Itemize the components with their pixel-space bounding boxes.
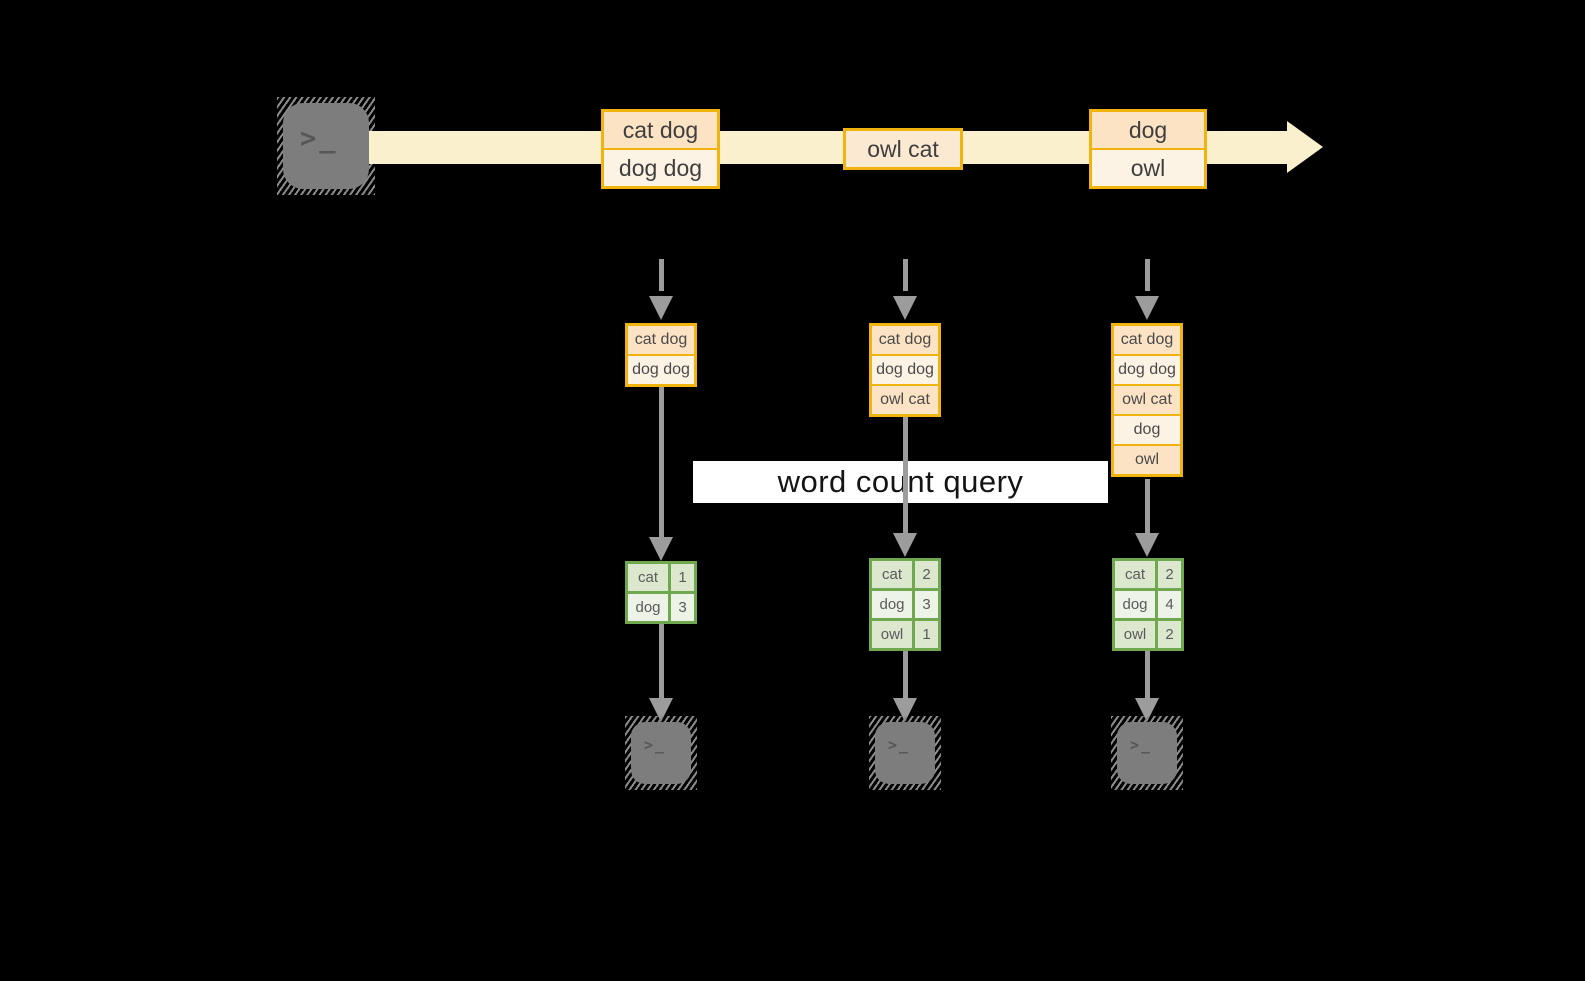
terminal-prompt-icon: >_ — [300, 123, 339, 154]
count-word: dog — [872, 591, 912, 618]
state-box-1: cat dog dog dog — [625, 323, 697, 387]
count-word: dog — [1115, 591, 1155, 618]
state-row: owl cat — [1114, 384, 1180, 414]
dashed-arrow-head-icon — [893, 296, 917, 320]
terminal-sink-icon-2: >_ — [869, 716, 941, 790]
record-row: dog — [1092, 112, 1204, 148]
record-row: owl cat — [846, 131, 960, 167]
state-row: dog — [1114, 414, 1180, 444]
state-row: cat dog — [628, 326, 694, 354]
record-row: dog dog — [604, 148, 717, 186]
count-table-1: cat 1 dog 3 — [625, 561, 697, 624]
dashed-arrow-head-icon — [1135, 296, 1159, 320]
count-value: 3 — [671, 594, 694, 621]
count-word: owl — [1115, 621, 1155, 648]
arrow-line — [903, 651, 908, 698]
count-table-2: cat 2 dog 3 owl 1 — [869, 558, 941, 651]
state-row: cat dog — [1114, 326, 1180, 354]
count-value: 2 — [1158, 621, 1181, 648]
count-value: 3 — [915, 591, 938, 618]
arrow-head-icon — [1135, 533, 1159, 557]
count-word: cat — [872, 561, 912, 588]
state-row: dog dog — [872, 354, 938, 384]
state-row: owl — [1114, 444, 1180, 474]
dashed-arrow-line — [1145, 259, 1150, 291]
count-value: 1 — [915, 621, 938, 648]
stream-record-2: owl cat — [843, 128, 963, 170]
terminal-body: >_ — [631, 722, 691, 784]
count-word: cat — [628, 564, 668, 591]
terminal-body: >_ — [283, 103, 369, 189]
record-row: cat dog — [604, 112, 717, 148]
terminal-source-icon: >_ — [277, 97, 375, 195]
terminal-sink-icon-1: >_ — [625, 716, 697, 790]
terminal-body: >_ — [875, 722, 935, 784]
arrow-head-icon — [649, 537, 673, 561]
count-value: 4 — [1158, 591, 1181, 618]
dashed-arrow-line — [903, 259, 908, 291]
arrow-head-icon — [893, 533, 917, 557]
terminal-body: >_ — [1117, 722, 1177, 784]
arrow-line — [659, 624, 664, 698]
arrow-line — [659, 387, 664, 537]
count-word: dog — [628, 594, 668, 621]
record-row: owl — [1092, 148, 1204, 186]
state-row: owl cat — [872, 384, 938, 414]
count-word: cat — [1115, 561, 1155, 588]
stream-arrowhead-icon — [1287, 121, 1323, 173]
count-table-3: cat 2 dog 4 owl 2 — [1112, 558, 1184, 651]
count-value: 2 — [915, 561, 938, 588]
terminal-sink-icon-3: >_ — [1111, 716, 1183, 790]
state-box-2: cat dog dog dog owl cat — [869, 323, 941, 417]
terminal-prompt-icon: >_ — [644, 736, 667, 754]
state-box-3: cat dog dog dog owl cat dog owl — [1111, 323, 1183, 477]
count-word: owl — [872, 621, 912, 648]
stream-record-1: cat dog dog dog — [601, 109, 720, 189]
arrow-line — [903, 417, 908, 533]
stream-record-3: dog owl — [1089, 109, 1207, 189]
query-label: word count query — [693, 461, 1108, 503]
dashed-arrow-head-icon — [649, 296, 673, 320]
arrow-line — [1145, 479, 1150, 533]
terminal-prompt-icon: >_ — [1130, 736, 1153, 754]
count-value: 1 — [671, 564, 694, 591]
terminal-prompt-icon: >_ — [888, 736, 911, 754]
dashed-arrow-line — [659, 259, 664, 291]
state-row: cat dog — [872, 326, 938, 354]
state-row: dog dog — [628, 354, 694, 384]
count-value: 2 — [1158, 561, 1181, 588]
state-row: dog dog — [1114, 354, 1180, 384]
arrow-line — [1145, 651, 1150, 698]
